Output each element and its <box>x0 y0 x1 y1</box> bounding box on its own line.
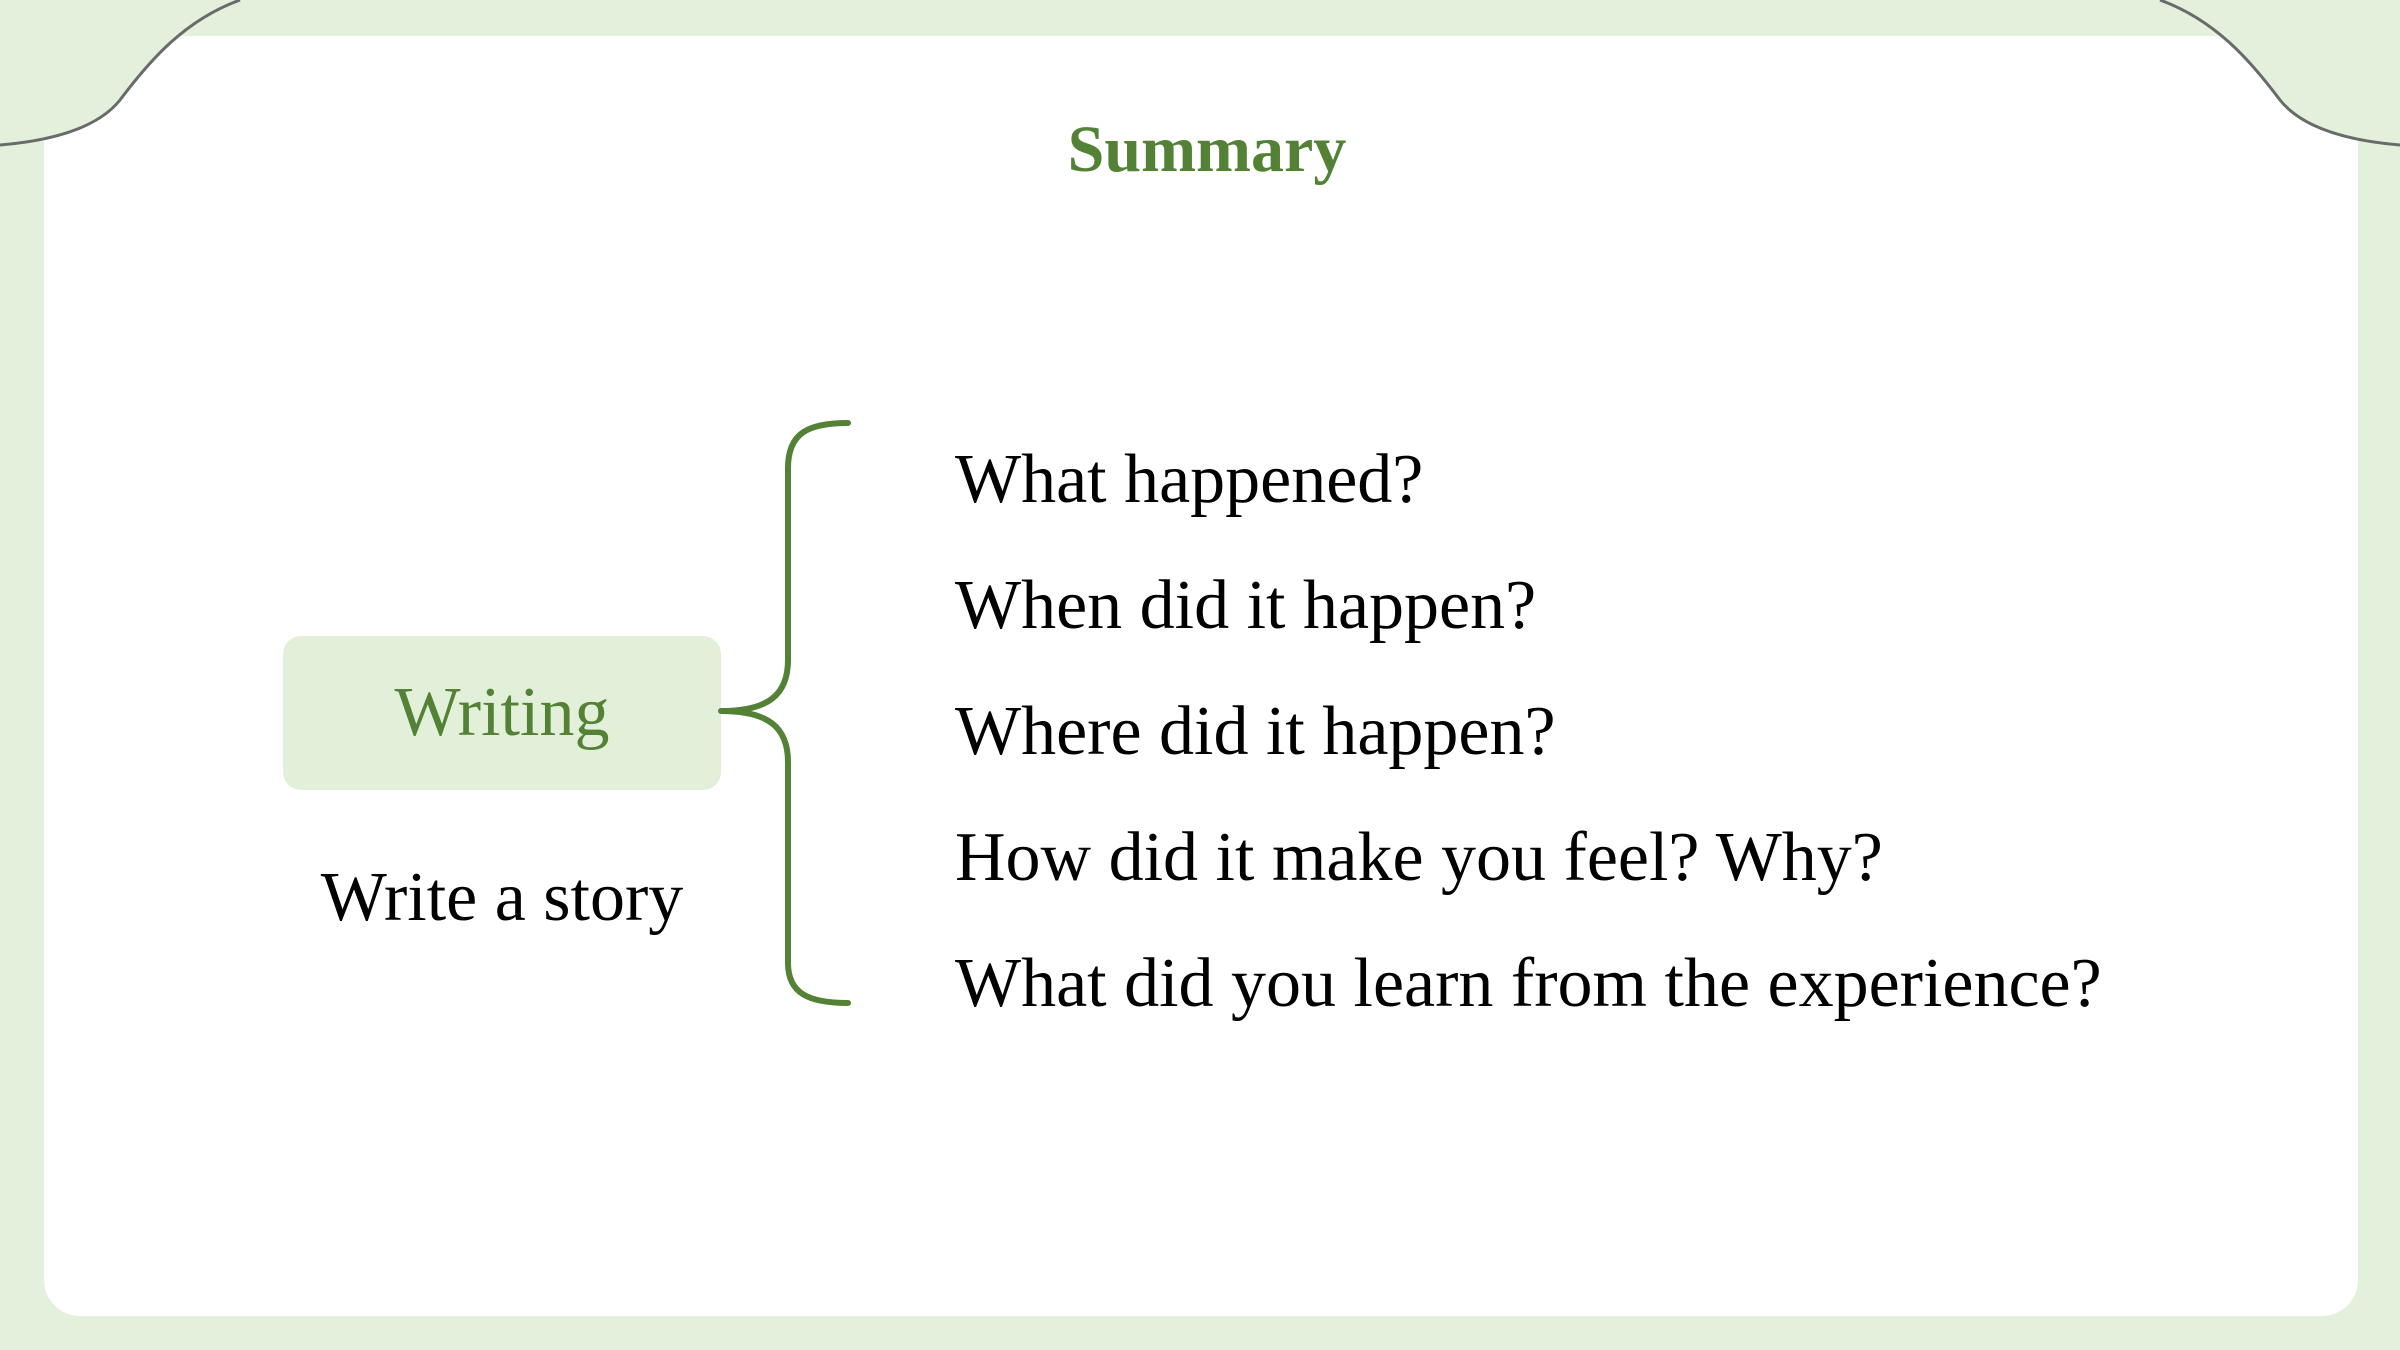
branch-item: When did it happen? <box>955 567 1537 644</box>
corner-decoration-right <box>2159 0 2400 147</box>
root-node-subtitle: Write a story <box>320 859 684 936</box>
branch-item: What happened? <box>955 441 1424 518</box>
root-node-label: Writing <box>394 674 610 751</box>
branch-item: Where did it happen? <box>955 693 1556 770</box>
corner-decoration-left <box>0 0 241 147</box>
branch-item: What did you learn from the experience? <box>955 945 2102 1022</box>
branch-list: What happened? When did it happen? Where… <box>955 436 2102 1066</box>
slide-title: Summary <box>1067 113 1347 186</box>
root-node: Writing <box>283 636 721 790</box>
branch-item: How did it make you feel? Why? <box>955 819 1883 896</box>
